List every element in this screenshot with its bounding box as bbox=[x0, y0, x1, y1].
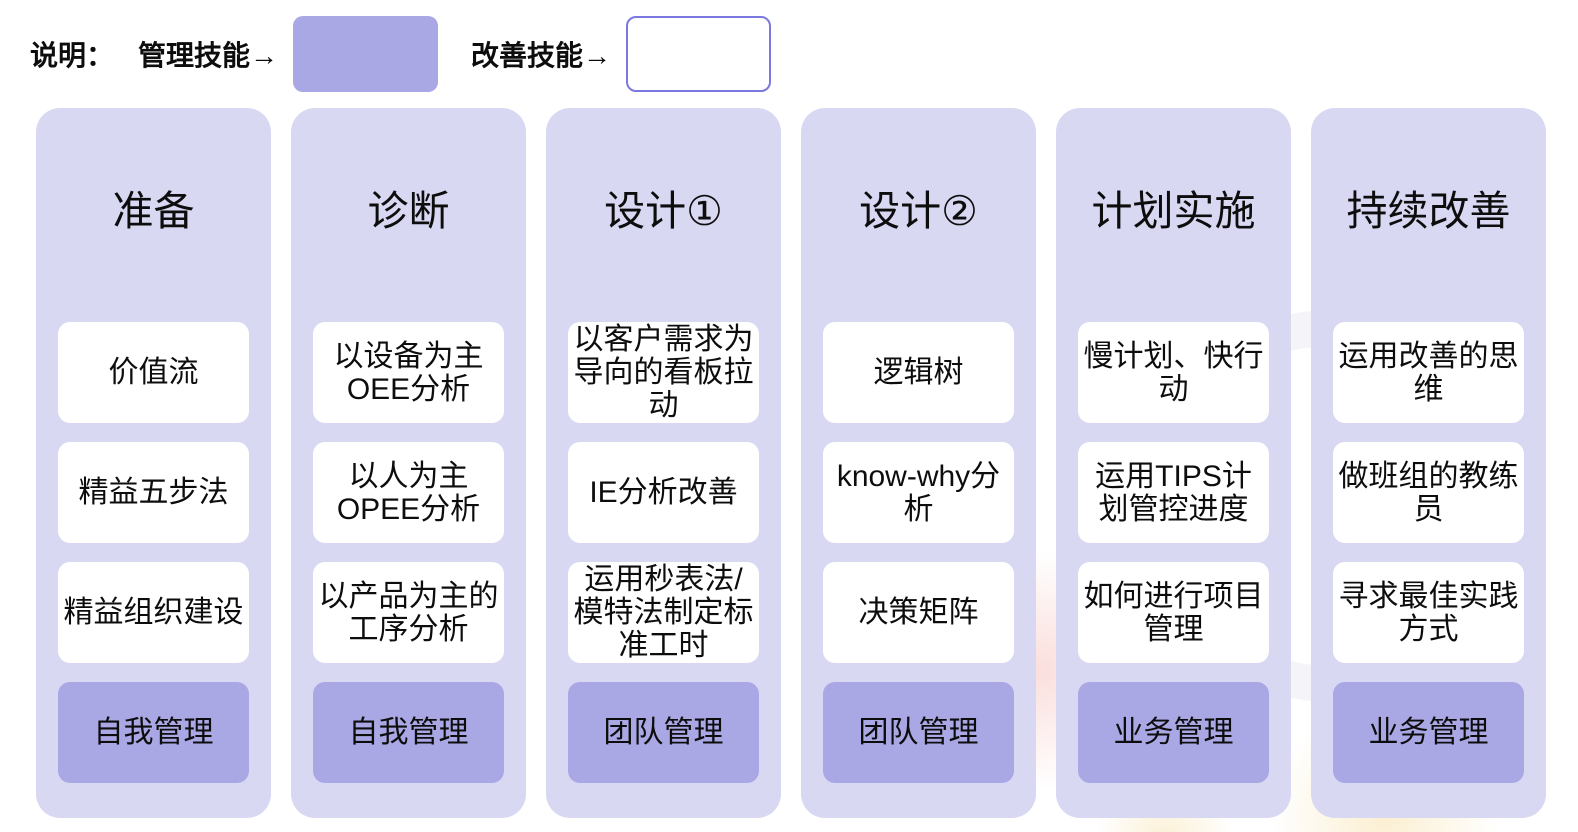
management-skill-card: 团队管理 bbox=[568, 682, 759, 783]
skill-card: 精益五步法 bbox=[58, 442, 249, 543]
skill-card: 决策矩阵 bbox=[823, 562, 1014, 663]
skill-card: 运用改善的思维 bbox=[1333, 322, 1524, 423]
phase-column-prepare: 准备 价值流 精益五步法 精益组织建设 自我管理 bbox=[36, 108, 271, 818]
management-skill-card: 自我管理 bbox=[58, 682, 249, 783]
legend-management-label: 管理技能→ bbox=[138, 40, 279, 71]
phase-title: 准备 bbox=[112, 188, 195, 234]
phase-title: 设计① bbox=[604, 188, 723, 234]
legend: 说明： 管理技能→ 改善技能→ bbox=[0, 0, 1578, 108]
phase-title: 设计② bbox=[859, 188, 978, 234]
skill-card: 逻辑树 bbox=[823, 322, 1014, 423]
phase-column-diagnose: 诊断 以设备为主OEE分析 以人为主OPEE分析 以产品为主的工序分析 自我管理 bbox=[291, 108, 526, 818]
management-skill-card: 业务管理 bbox=[1078, 682, 1269, 783]
card-list: 慢计划、快行动 运用TIPS计划管控进度 如何进行项目管理 业务管理 bbox=[1078, 322, 1269, 783]
skill-card: 如何进行项目管理 bbox=[1078, 562, 1269, 663]
phase-columns: 准备 价值流 精益五步法 精益组织建设 自我管理 诊断 以设备为主OEE分析 以… bbox=[0, 108, 1578, 818]
management-skill-card: 团队管理 bbox=[823, 682, 1014, 783]
skill-card: 精益组织建设 bbox=[58, 562, 249, 663]
skill-card: 以产品为主的工序分析 bbox=[313, 562, 504, 663]
skill-card: 以客户需求为导向的看板拉动 bbox=[568, 322, 759, 423]
card-list: 价值流 精益五步法 精益组织建设 自我管理 bbox=[58, 322, 249, 783]
skill-card: 价值流 bbox=[58, 322, 249, 423]
phase-title: 计划实施 bbox=[1091, 188, 1256, 234]
skill-card: 寻求最佳实践方式 bbox=[1333, 562, 1524, 663]
card-list: 以客户需求为导向的看板拉动 IE分析改善 运用秒表法/模特法制定标准工时 团队管… bbox=[568, 322, 759, 783]
phase-column-continuous-improvement: 持续改善 运用改善的思维 做班组的教练员 寻求最佳实践方式 业务管理 bbox=[1311, 108, 1546, 818]
management-skill-card: 自我管理 bbox=[313, 682, 504, 783]
skill-card: 慢计划、快行动 bbox=[1078, 322, 1269, 423]
card-list: 运用改善的思维 做班组的教练员 寻求最佳实践方式 业务管理 bbox=[1333, 322, 1524, 783]
skill-card: 以人为主OPEE分析 bbox=[313, 442, 504, 543]
legend-title: 说明： bbox=[30, 40, 115, 71]
skill-card: 运用TIPS计划管控进度 bbox=[1078, 442, 1269, 543]
skill-card: know-why分析 bbox=[823, 442, 1014, 543]
skill-card: 做班组的教练员 bbox=[1333, 442, 1524, 543]
management-skill-card: 业务管理 bbox=[1333, 682, 1524, 783]
legend-improvement-label: 改善技能→ bbox=[471, 40, 612, 71]
improvement-skill-swatch bbox=[626, 16, 772, 92]
phase-column-design-1: 设计① 以客户需求为导向的看板拉动 IE分析改善 运用秒表法/模特法制定标准工时… bbox=[546, 108, 781, 818]
skill-card: 以设备为主OEE分析 bbox=[313, 322, 504, 423]
phase-column-plan-implement: 计划实施 慢计划、快行动 运用TIPS计划管控进度 如何进行项目管理 业务管理 bbox=[1056, 108, 1291, 818]
phase-title: 诊断 bbox=[367, 188, 450, 234]
phase-column-design-2: 设计② 逻辑树 know-why分析 决策矩阵 团队管理 bbox=[801, 108, 1036, 818]
management-skill-swatch bbox=[293, 16, 439, 92]
skill-card: 运用秒表法/模特法制定标准工时 bbox=[568, 562, 759, 663]
skill-card: IE分析改善 bbox=[568, 442, 759, 543]
phase-title: 持续改善 bbox=[1346, 188, 1511, 234]
card-list: 逻辑树 know-why分析 决策矩阵 团队管理 bbox=[823, 322, 1014, 783]
card-list: 以设备为主OEE分析 以人为主OPEE分析 以产品为主的工序分析 自我管理 bbox=[313, 322, 504, 783]
